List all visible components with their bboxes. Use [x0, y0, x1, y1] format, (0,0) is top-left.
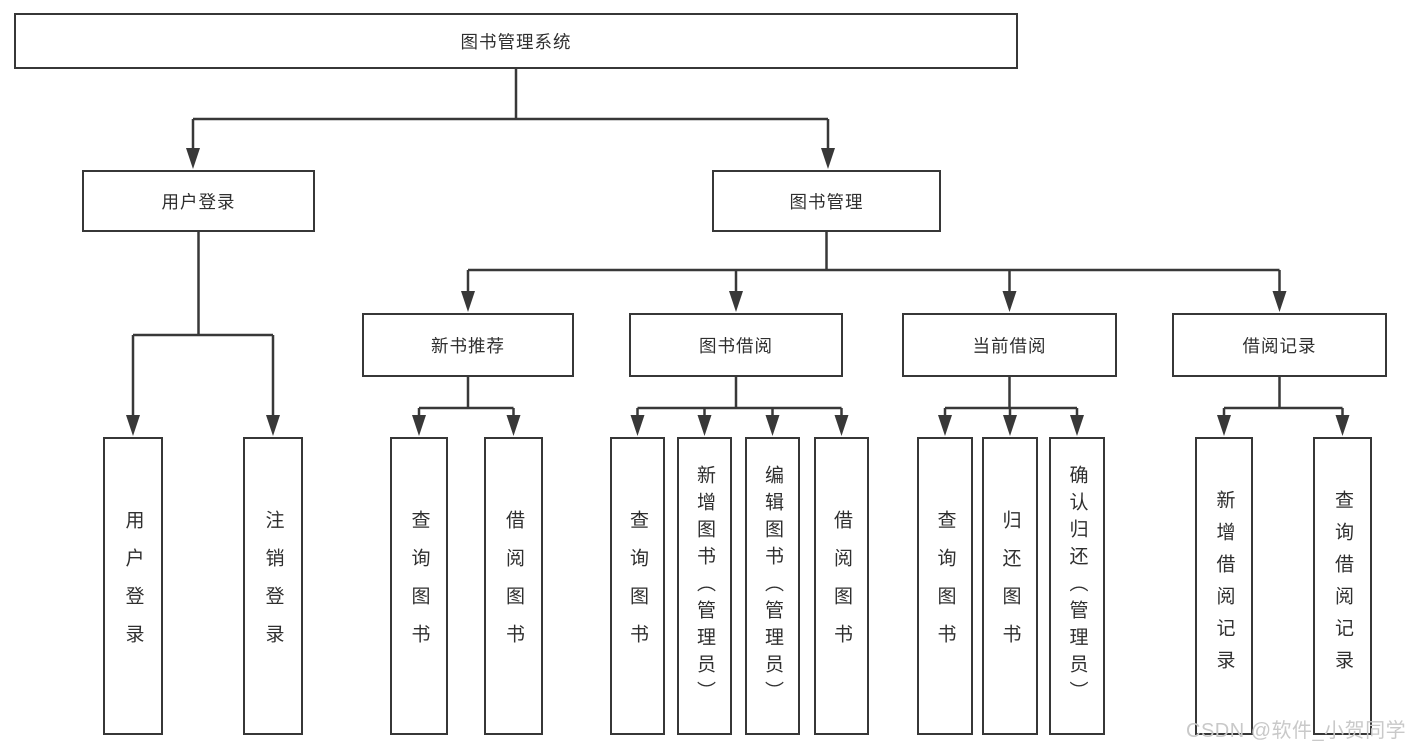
leaf-current-query-book: 查询图书	[917, 437, 973, 735]
node-library-system: 图书管理系统	[14, 13, 1018, 69]
node-borrow-records: 借阅记录	[1172, 313, 1387, 377]
leaf-borrow-query-book: 查询图书	[610, 437, 665, 735]
node-borrow-records-label: 借阅记录	[1242, 335, 1317, 356]
leaf-records-query-record-label: 查询借阅记录	[1332, 490, 1353, 682]
leaf-logout: 注销登录	[243, 437, 303, 735]
leaf-current-return-book-label: 归还图书	[999, 510, 1021, 662]
node-user-login: 用户登录	[82, 170, 315, 232]
leaf-recommend-query-book-label: 查询图书	[408, 510, 430, 662]
node-user-login-label: 用户登录	[161, 191, 236, 212]
watermark-text: CSDN @软件_小贺同学	[1186, 720, 1405, 742]
leaf-records-add-record: 新增借阅记录	[1195, 437, 1253, 735]
leaf-records-add-record-label: 新增借阅记录	[1213, 490, 1235, 682]
node-new-book-recommend: 新书推荐	[362, 313, 574, 377]
leaf-current-return-book: 归还图书	[982, 437, 1038, 735]
arrowheads	[126, 148, 1350, 436]
leaf-current-query-book-label: 查询图书	[934, 510, 956, 662]
node-book-management: 图书管理	[712, 170, 941, 232]
leaf-borrow-edit-book-admin: 编辑图书（管理员）	[745, 437, 800, 735]
leaf-recommend-borrow-book-label: 借阅图书	[503, 510, 524, 662]
leaf-borrow-query-book-label: 查询图书	[627, 510, 648, 662]
node-new-book-recommend-label: 新书推荐	[431, 335, 505, 356]
leaf-borrow-borrow-book: 借阅图书	[814, 437, 869, 735]
node-current-borrow: 当前借阅	[902, 313, 1117, 377]
leaf-user-login: 用户登录	[103, 437, 163, 735]
leaf-recommend-query-book: 查询图书	[390, 437, 448, 735]
node-current-borrow-label: 当前借阅	[972, 335, 1047, 356]
leaf-borrow-borrow-book-label: 借阅图书	[831, 510, 852, 662]
leaf-user-login-label: 用户登录	[122, 510, 144, 662]
node-book-borrow: 图书借阅	[629, 313, 843, 377]
leaf-records-query-record: 查询借阅记录	[1313, 437, 1372, 735]
node-library-system-label: 图书管理系统	[460, 31, 572, 52]
leaf-borrow-add-book-admin: 新增图书（管理员）	[677, 437, 732, 735]
leaf-borrow-add-book-admin-label: 新增图书（管理员）	[694, 464, 715, 708]
leaf-current-confirm-return-admin-label: 确认归还（管理员）	[1066, 464, 1088, 708]
leaf-borrow-edit-book-admin-label: 编辑图书（管理员）	[762, 464, 783, 708]
leaf-recommend-borrow-book: 借阅图书	[484, 437, 543, 735]
node-book-management-label: 图书管理	[789, 191, 864, 212]
node-book-borrow-label: 图书借阅	[699, 335, 773, 356]
leaf-current-confirm-return-admin: 确认归还（管理员）	[1049, 437, 1105, 735]
leaf-logout-label: 注销登录	[262, 510, 284, 662]
